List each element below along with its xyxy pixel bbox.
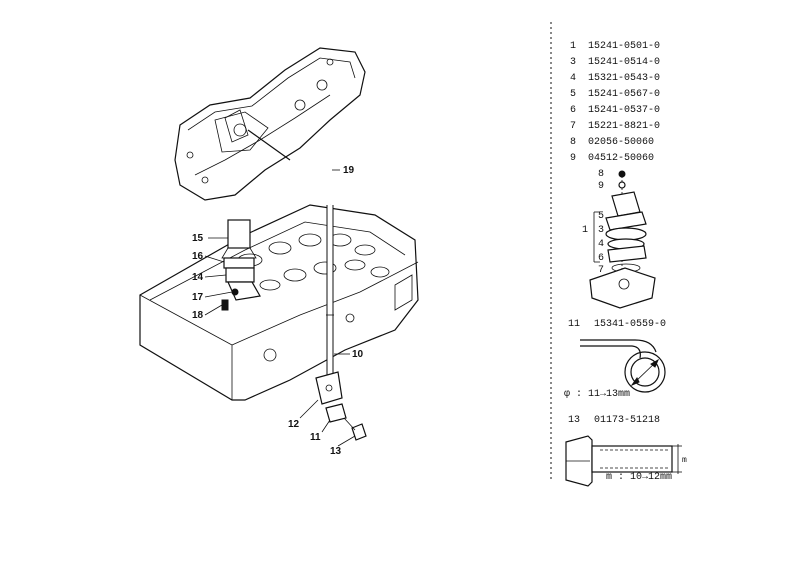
parts-list-no: 1 (570, 41, 576, 52)
exploded-label-8: 8 (598, 169, 604, 180)
callout-18: 18 (192, 310, 204, 321)
callout-leaders (204, 169, 356, 447)
parts-list: 1 15241-0501-0 3 15241-0514-0 4 15321-05… (570, 41, 660, 164)
callout-15: 15 (192, 233, 204, 244)
parts-list-number: 15241-0514-0 (588, 57, 660, 68)
callout-17: 17 (192, 292, 204, 303)
callout-14: 14 (192, 272, 204, 283)
exploded-label-7: 7 (598, 265, 604, 276)
parts-list-number: 02056-50060 (588, 137, 654, 148)
parts-list-number: 04512-50060 (588, 153, 654, 164)
callout-11: 11 (310, 432, 321, 443)
parts-list-no: 4 (570, 73, 576, 84)
parts-list-number: 15241-0501-0 (588, 41, 660, 52)
exploded-breather-view (589, 170, 656, 309)
part11-no: 11 (568, 319, 580, 330)
callout-16: 16 (192, 251, 204, 262)
callout-12: 12 (288, 419, 300, 430)
part13-dimension: m : 10→12mm (606, 472, 672, 483)
exploded-label-6: 6 (598, 253, 604, 264)
parts-list-no: 9 (570, 153, 576, 164)
parts-list-no: 6 (570, 105, 576, 116)
parts-list-number: 15221-8821-0 (588, 121, 660, 132)
exploded-label-5: 5 (598, 211, 604, 222)
engine-illustration (139, 47, 419, 441)
parts-list-number: 15241-0567-0 (588, 89, 660, 100)
part13-number: 01173-51218 (594, 415, 660, 426)
part13-no: 13 (568, 415, 580, 426)
part13-dim-letter: m (682, 456, 687, 465)
exploded-label-4: 4 (598, 239, 604, 250)
part13-bolt-drawing (565, 435, 682, 487)
parts-list-number: 15241-0537-0 (588, 105, 660, 116)
parts-list-no: 8 (570, 137, 576, 148)
parts-list-number: 15321-0543-0 (588, 73, 660, 84)
parts-list-no: 3 (570, 57, 576, 68)
exploded-label-1: 1 (582, 225, 588, 236)
part11-number: 15341-0559-0 (594, 319, 666, 330)
parts-list-no: 5 (570, 89, 576, 100)
callout-19: 19 (343, 165, 355, 176)
exploded-label-3: 3 (598, 225, 604, 236)
callout-13: 13 (330, 446, 342, 457)
part11-dimension: φ : 11→13mm (564, 389, 630, 400)
parts-list-no: 7 (570, 121, 576, 132)
callout-10: 10 (352, 349, 364, 360)
exploded-label-9: 9 (598, 181, 604, 192)
part11-drawing (580, 339, 666, 393)
